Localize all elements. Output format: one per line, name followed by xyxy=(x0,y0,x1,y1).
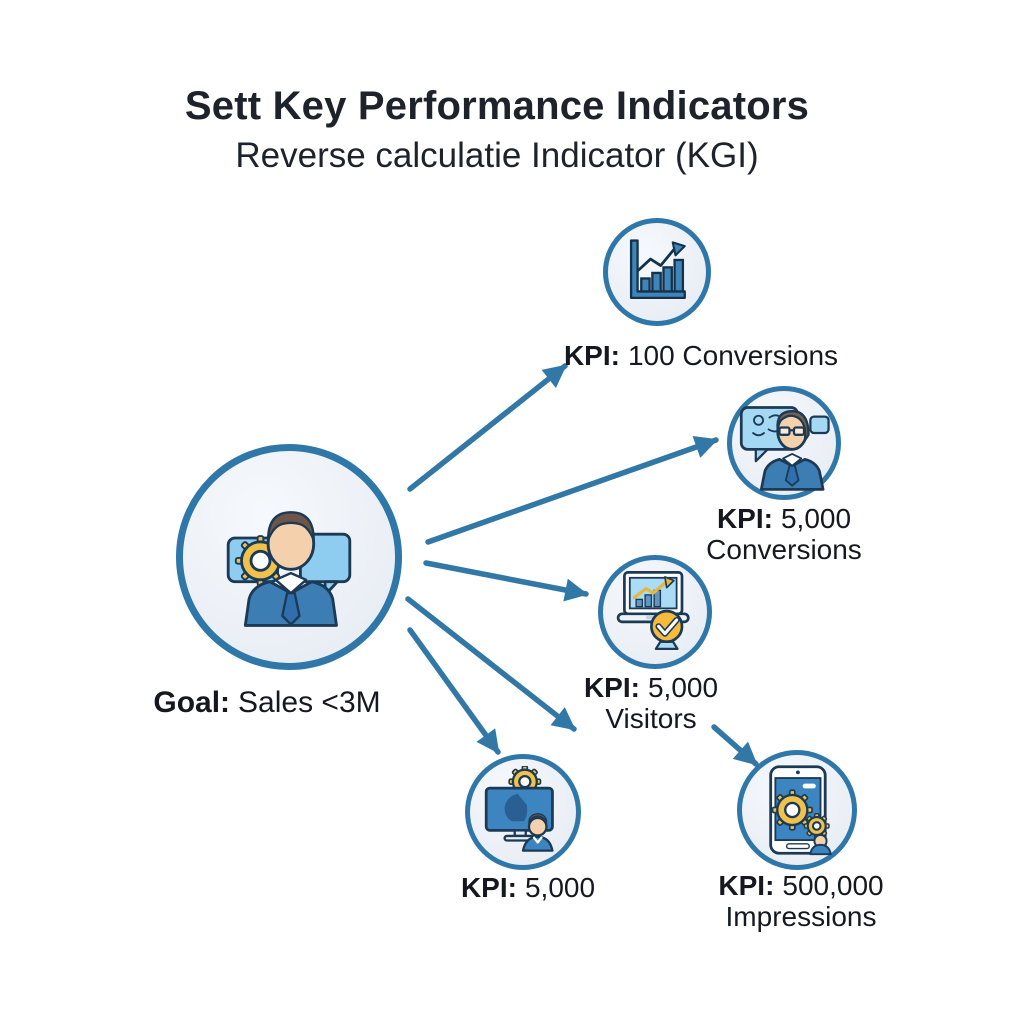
kpi-node-conversions-5000 xyxy=(727,386,841,500)
consultant-speech-bubble-icon xyxy=(739,406,830,491)
arrow-visitors-to-impressions xyxy=(711,724,759,767)
monitor-gear-operator-icon xyxy=(484,766,554,852)
kpi-value-line2: Conversions xyxy=(706,533,862,565)
kpi-node-5000 xyxy=(465,754,581,870)
kpi-value-line2: Impressions xyxy=(725,900,877,932)
kpi-node-impressions xyxy=(737,750,857,870)
arrow-goal-to-monitor xyxy=(407,627,501,755)
kpi-node-visitors xyxy=(598,555,712,669)
laptop-analytics-check-icon xyxy=(616,571,690,651)
goal-node xyxy=(176,444,402,670)
kpi-label-conversions-100: KPI: 100 Conversions xyxy=(563,340,839,372)
businessman-gear-chat-icon xyxy=(226,511,352,627)
page-title: Sett Key Performance Indicators xyxy=(184,84,810,128)
goal-value: Sales <3M xyxy=(238,686,381,719)
kpi-prefix: KPI: xyxy=(460,872,517,903)
bar-chart-growth-icon xyxy=(629,239,686,300)
kpi-prefix: KPI: xyxy=(718,870,775,901)
arrow-goal-to-conversions5000 xyxy=(425,436,719,545)
kpi-value: 5,000 xyxy=(524,872,596,903)
goal-prefix: Goal: xyxy=(153,686,231,719)
kpi-value-line2: Visitors xyxy=(605,702,697,734)
kpi-value: 5,000 xyxy=(780,503,852,534)
kpi-value: 5,000 xyxy=(647,672,719,703)
kpi-prefix: KPI: xyxy=(716,503,773,534)
page-subtitle: Reverse calculatie Indicator (KGI) xyxy=(235,136,759,175)
kpi-prefix: KPI: xyxy=(563,340,620,371)
kpi-value: 100 Conversions xyxy=(627,340,839,371)
goal-label: Goal: Sales <3M xyxy=(153,686,380,719)
arrow-goal-to-conversions100 xyxy=(407,363,568,492)
kpi-label-5000: KPI: 5,000 xyxy=(460,872,596,904)
tablet-gears-icon xyxy=(769,765,832,856)
kpi-label-impressions: KPI: 500,000 Impressions xyxy=(718,870,884,933)
arrow-goal-down-right xyxy=(405,596,577,732)
diagram-header: Sett Key Performance Indicators Reverse … xyxy=(0,84,994,176)
kpi-prefix: KPI: xyxy=(583,672,640,703)
kpi-node-conversions-100 xyxy=(603,218,711,326)
kpi-label-visitors: KPI: 5,000 Visitors xyxy=(583,672,719,735)
arrow-goal-to-visitors xyxy=(423,560,589,602)
kpi-label-conversions-5000: KPI: 5,000 Conversions xyxy=(706,503,862,566)
kpi-value: 500,000 xyxy=(782,870,884,901)
